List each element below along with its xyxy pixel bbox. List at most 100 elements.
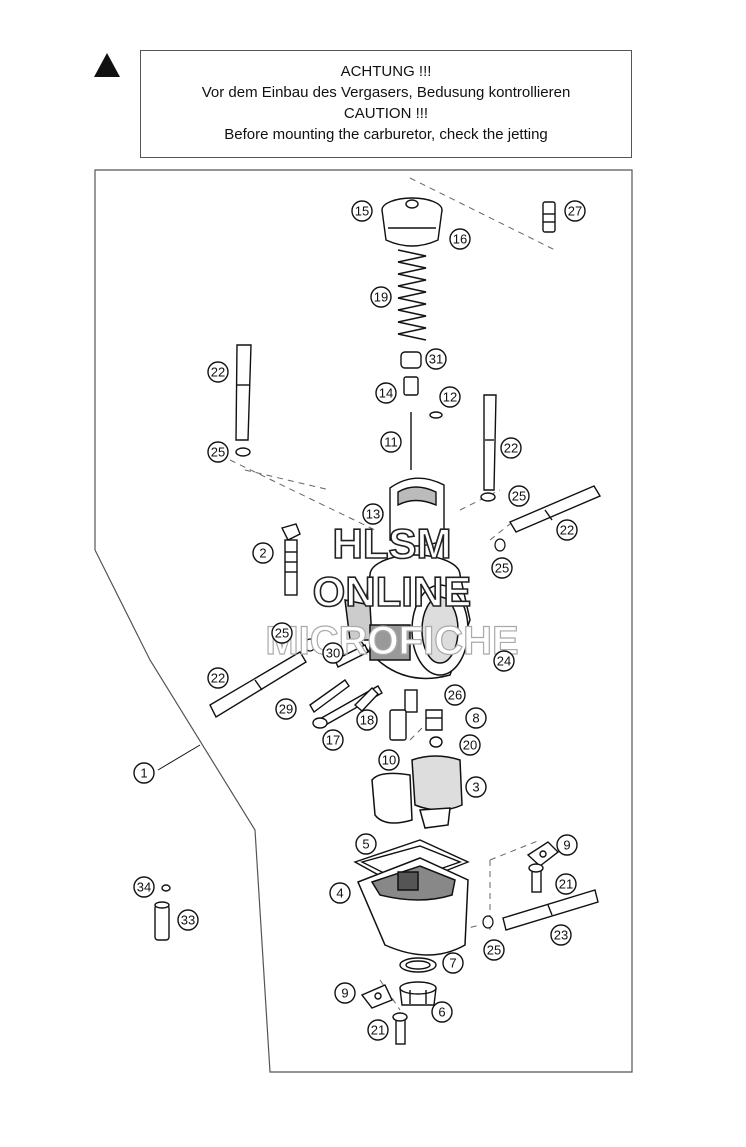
watermark: HLSM ONLINE MICROFICHE	[265, 519, 520, 663]
callout-21a: 21	[555, 873, 577, 895]
notice-line-1: ACHTUNG !!!	[340, 63, 432, 80]
callout-label: 2	[259, 546, 266, 561]
callout-20: 20	[459, 734, 481, 756]
warning-triangle-icon	[94, 53, 120, 77]
callout-22d: 22	[207, 667, 229, 689]
callout-10: 10	[378, 749, 400, 771]
carb-body	[344, 554, 471, 680]
callout-label: 27	[568, 204, 582, 219]
callout-14: 14	[375, 382, 397, 404]
callout-label: 25	[512, 489, 526, 504]
drain-plug	[399, 957, 437, 1006]
callout-label: 8	[472, 711, 479, 726]
float	[371, 755, 463, 829]
callout-label: 22	[211, 671, 225, 686]
callout-label: 20	[463, 738, 477, 753]
callout-3: 3	[465, 776, 487, 798]
callout-label: 22	[504, 441, 518, 456]
callout-17: 17	[322, 729, 344, 751]
callout-11: 11	[380, 431, 402, 453]
caution-notice-box: ACHTUNG !!! Vor dem Einbau des Vergasers…	[140, 50, 632, 158]
callout-label: 22	[211, 365, 225, 380]
callout-27: 27	[564, 200, 586, 222]
callout-label: 33	[181, 913, 195, 928]
float-bowl	[357, 857, 469, 956]
callout-label: 9	[341, 986, 348, 1001]
callout-label: 26	[448, 688, 462, 703]
callout-13: 13	[362, 503, 384, 525]
callout-label: 7	[449, 956, 456, 971]
callout-label: 4	[336, 886, 343, 901]
callout-24: 24	[493, 650, 515, 672]
notice-line-2: Vor dem Einbau des Vergasers, Bedusung k…	[201, 84, 571, 101]
callout-label: 16	[453, 232, 467, 247]
callout-22b: 22	[500, 437, 522, 459]
callout-25a: 25	[207, 441, 229, 463]
callout-label: 30	[326, 646, 340, 661]
callout-18: 18	[356, 709, 378, 731]
callout-label: 9	[563, 838, 570, 853]
callout-label: 1	[140, 766, 147, 781]
callout-label: 25	[211, 445, 225, 460]
callout-label: 14	[379, 386, 393, 401]
callout-label: 3	[472, 780, 479, 795]
callout-label: 18	[360, 713, 374, 728]
watermark-line-3: MICROFICHE	[265, 619, 518, 663]
separate-parts	[154, 201, 556, 941]
callout-15: 15	[351, 200, 373, 222]
adjusting-screws	[309, 644, 383, 729]
needle-parts	[400, 351, 443, 470]
callout-25b: 25	[508, 485, 530, 507]
callout-8: 8	[465, 707, 487, 729]
callout-2: 2	[252, 542, 274, 564]
leader-line-1	[157, 744, 201, 771]
callout-label: 31	[429, 352, 443, 367]
callout-31: 31	[425, 348, 447, 370]
throttle-spring	[397, 249, 427, 341]
callout-30: 30	[322, 642, 344, 664]
callout-label: 6	[438, 1005, 445, 1020]
notice-line-4: Before mounting the carburetor, check th…	[224, 126, 548, 143]
callout-label: 10	[382, 753, 396, 768]
callout-25e: 25	[483, 939, 505, 961]
throttle-slide	[389, 477, 445, 547]
callout-label: 15	[355, 204, 369, 219]
callout-26: 26	[444, 684, 466, 706]
callout-22a: 22	[207, 361, 229, 383]
callout-16: 16	[449, 228, 471, 250]
callout-label: 23	[554, 928, 568, 943]
callout-9b: 9	[334, 982, 356, 1004]
callout-34: 34	[133, 876, 155, 898]
callout-label: 34	[137, 880, 151, 895]
callout-label: 22	[560, 523, 574, 538]
callout-label: 17	[326, 733, 340, 748]
carb-top-cap	[381, 197, 443, 247]
callout-label: 29	[279, 702, 293, 717]
watermark-line-2: ONLINE	[313, 568, 472, 615]
callout-label: 25	[275, 626, 289, 641]
callout-label: 11	[384, 435, 398, 450]
callout-label: 5	[362, 837, 369, 852]
callout-label: 24	[497, 654, 511, 669]
callout-5: 5	[355, 833, 377, 855]
callout-1: 1	[133, 762, 155, 784]
callout-7: 7	[442, 952, 464, 974]
retaining-plates	[360, 841, 560, 1045]
callout-25c: 25	[491, 557, 513, 579]
callout-label: 13	[366, 507, 380, 522]
callout-33: 33	[177, 909, 199, 931]
callout-label: 25	[487, 943, 501, 958]
callout-label: 12	[443, 390, 457, 405]
callout-6: 6	[431, 1001, 453, 1023]
callout-22c: 22	[556, 519, 578, 541]
idle-screw	[280, 523, 301, 596]
vent-hoses	[209, 344, 602, 931]
callout-25d: 25	[271, 622, 293, 644]
assembly-frame	[94, 169, 633, 1073]
watermark-line-1: HLSM	[333, 520, 452, 567]
callout-9a: 9	[556, 834, 578, 856]
callout-4: 4	[329, 882, 351, 904]
jets	[389, 689, 443, 748]
callout-23: 23	[550, 924, 572, 946]
